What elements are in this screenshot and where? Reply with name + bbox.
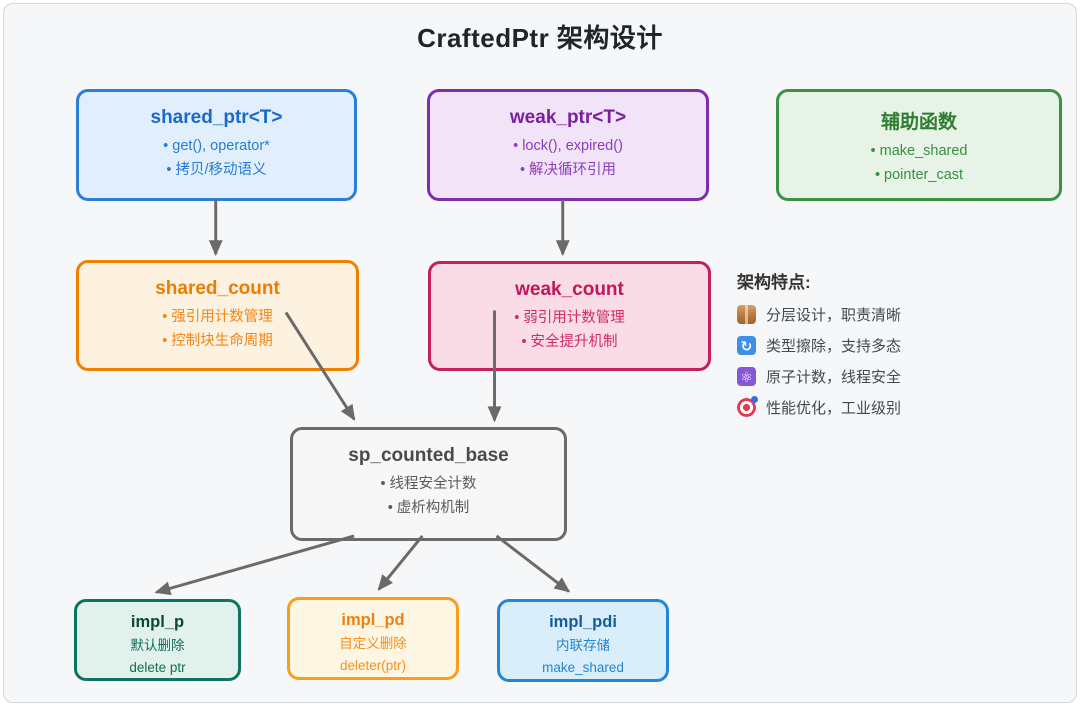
features-heading: 架构特点:: [737, 273, 811, 292]
node-bullet: 强引用计数管理: [79, 305, 356, 329]
node-sp-counted-base: sp_counted_base 线程安全计数 虚析构机制: [290, 427, 567, 541]
node-shared-count: shared_count 强引用计数管理 控制块生命周期: [76, 260, 359, 371]
feature-text: 性能优化，工业级别: [766, 400, 902, 417]
atom-icon: ⚛: [737, 367, 756, 386]
node-bullet: pointer_cast: [779, 163, 1059, 187]
sync-icon: ↻: [737, 336, 756, 355]
feature-item: 性能优化，工业级别: [737, 396, 1057, 418]
diagram-canvas: CraftedPtr 架构设计 shared_ptr<T> get(), ope…: [3, 3, 1077, 703]
node-bullet: get(), operator*: [79, 134, 354, 158]
feature-item: ↻ 类型擦除，支持多态: [737, 335, 1057, 356]
node-line: 自定义删除: [339, 636, 407, 651]
node-line: make_shared: [542, 659, 624, 675]
arrow-base-to-impl-pdi: [495, 534, 571, 593]
node-title: impl_pdi: [549, 613, 617, 631]
node-bullet: 控制块生命周期: [79, 329, 356, 353]
node-impl-pdi: impl_pdi 内联存储 make_shared: [497, 599, 669, 682]
node-bullet: 安全提升机制: [431, 330, 708, 354]
node-line: deleter(ptr): [339, 657, 407, 673]
node-title: impl_p: [130, 613, 185, 631]
feature-item: ⚛ 原子计数，线程安全: [737, 366, 1057, 387]
feature-text: 分层设计，职责清晰: [766, 307, 902, 324]
node-bullet: 拷贝/移动语义: [79, 158, 354, 182]
node-line: 内联存储: [556, 638, 610, 653]
node-bullet: 虚析构机制: [293, 496, 564, 520]
node-title: weak_count: [515, 279, 624, 300]
node-title: shared_ptr<T>: [150, 107, 283, 128]
node-helper-functions: 辅助函数 make_shared pointer_cast: [776, 89, 1062, 201]
node-title: sp_counted_base: [348, 445, 509, 466]
node-shared-ptr: shared_ptr<T> get(), operator* 拷贝/移动语义: [76, 89, 357, 201]
diagram-title: CraftedPtr 架构设计: [417, 23, 663, 53]
node-line: 默认删除: [130, 638, 185, 653]
node-impl-p: impl_p 默认删除 delete ptr: [74, 599, 241, 681]
features-panel: 架构特点: 分层设计，职责清晰 ↻ 类型擦除，支持多态 ⚛ 原子计数，线程安全 …: [737, 268, 1057, 428]
node-bullet: 线程安全计数: [293, 472, 564, 496]
arrow-base-to-impl-pd: [377, 534, 424, 591]
feature-text: 原子计数，线程安全: [766, 369, 902, 386]
target-icon: [737, 396, 758, 417]
node-bullet: 解决循环引用: [430, 158, 706, 182]
node-bullet: lock(), expired(): [430, 134, 706, 158]
package-icon: [737, 305, 756, 324]
arrow-base-to-impl-p: [154, 534, 355, 596]
node-title: weak_ptr<T>: [509, 107, 627, 128]
node-impl-pd: impl_pd 自定义删除 deleter(ptr): [287, 597, 459, 680]
node-weak-count: weak_count 弱引用计数管理 安全提升机制: [428, 261, 711, 371]
node-title: 辅助函数: [880, 112, 957, 133]
node-bullet: make_shared: [779, 139, 1059, 163]
node-title: impl_pd: [341, 611, 405, 629]
node-title: shared_count: [155, 278, 280, 299]
feature-text: 类型擦除，支持多态: [766, 338, 902, 355]
node-weak-ptr: weak_ptr<T> lock(), expired() 解决循环引用: [427, 89, 709, 201]
node-bullet: 弱引用计数管理: [431, 306, 708, 330]
feature-item: 分层设计，职责清晰: [737, 304, 1057, 325]
node-line: delete ptr: [129, 659, 186, 675]
